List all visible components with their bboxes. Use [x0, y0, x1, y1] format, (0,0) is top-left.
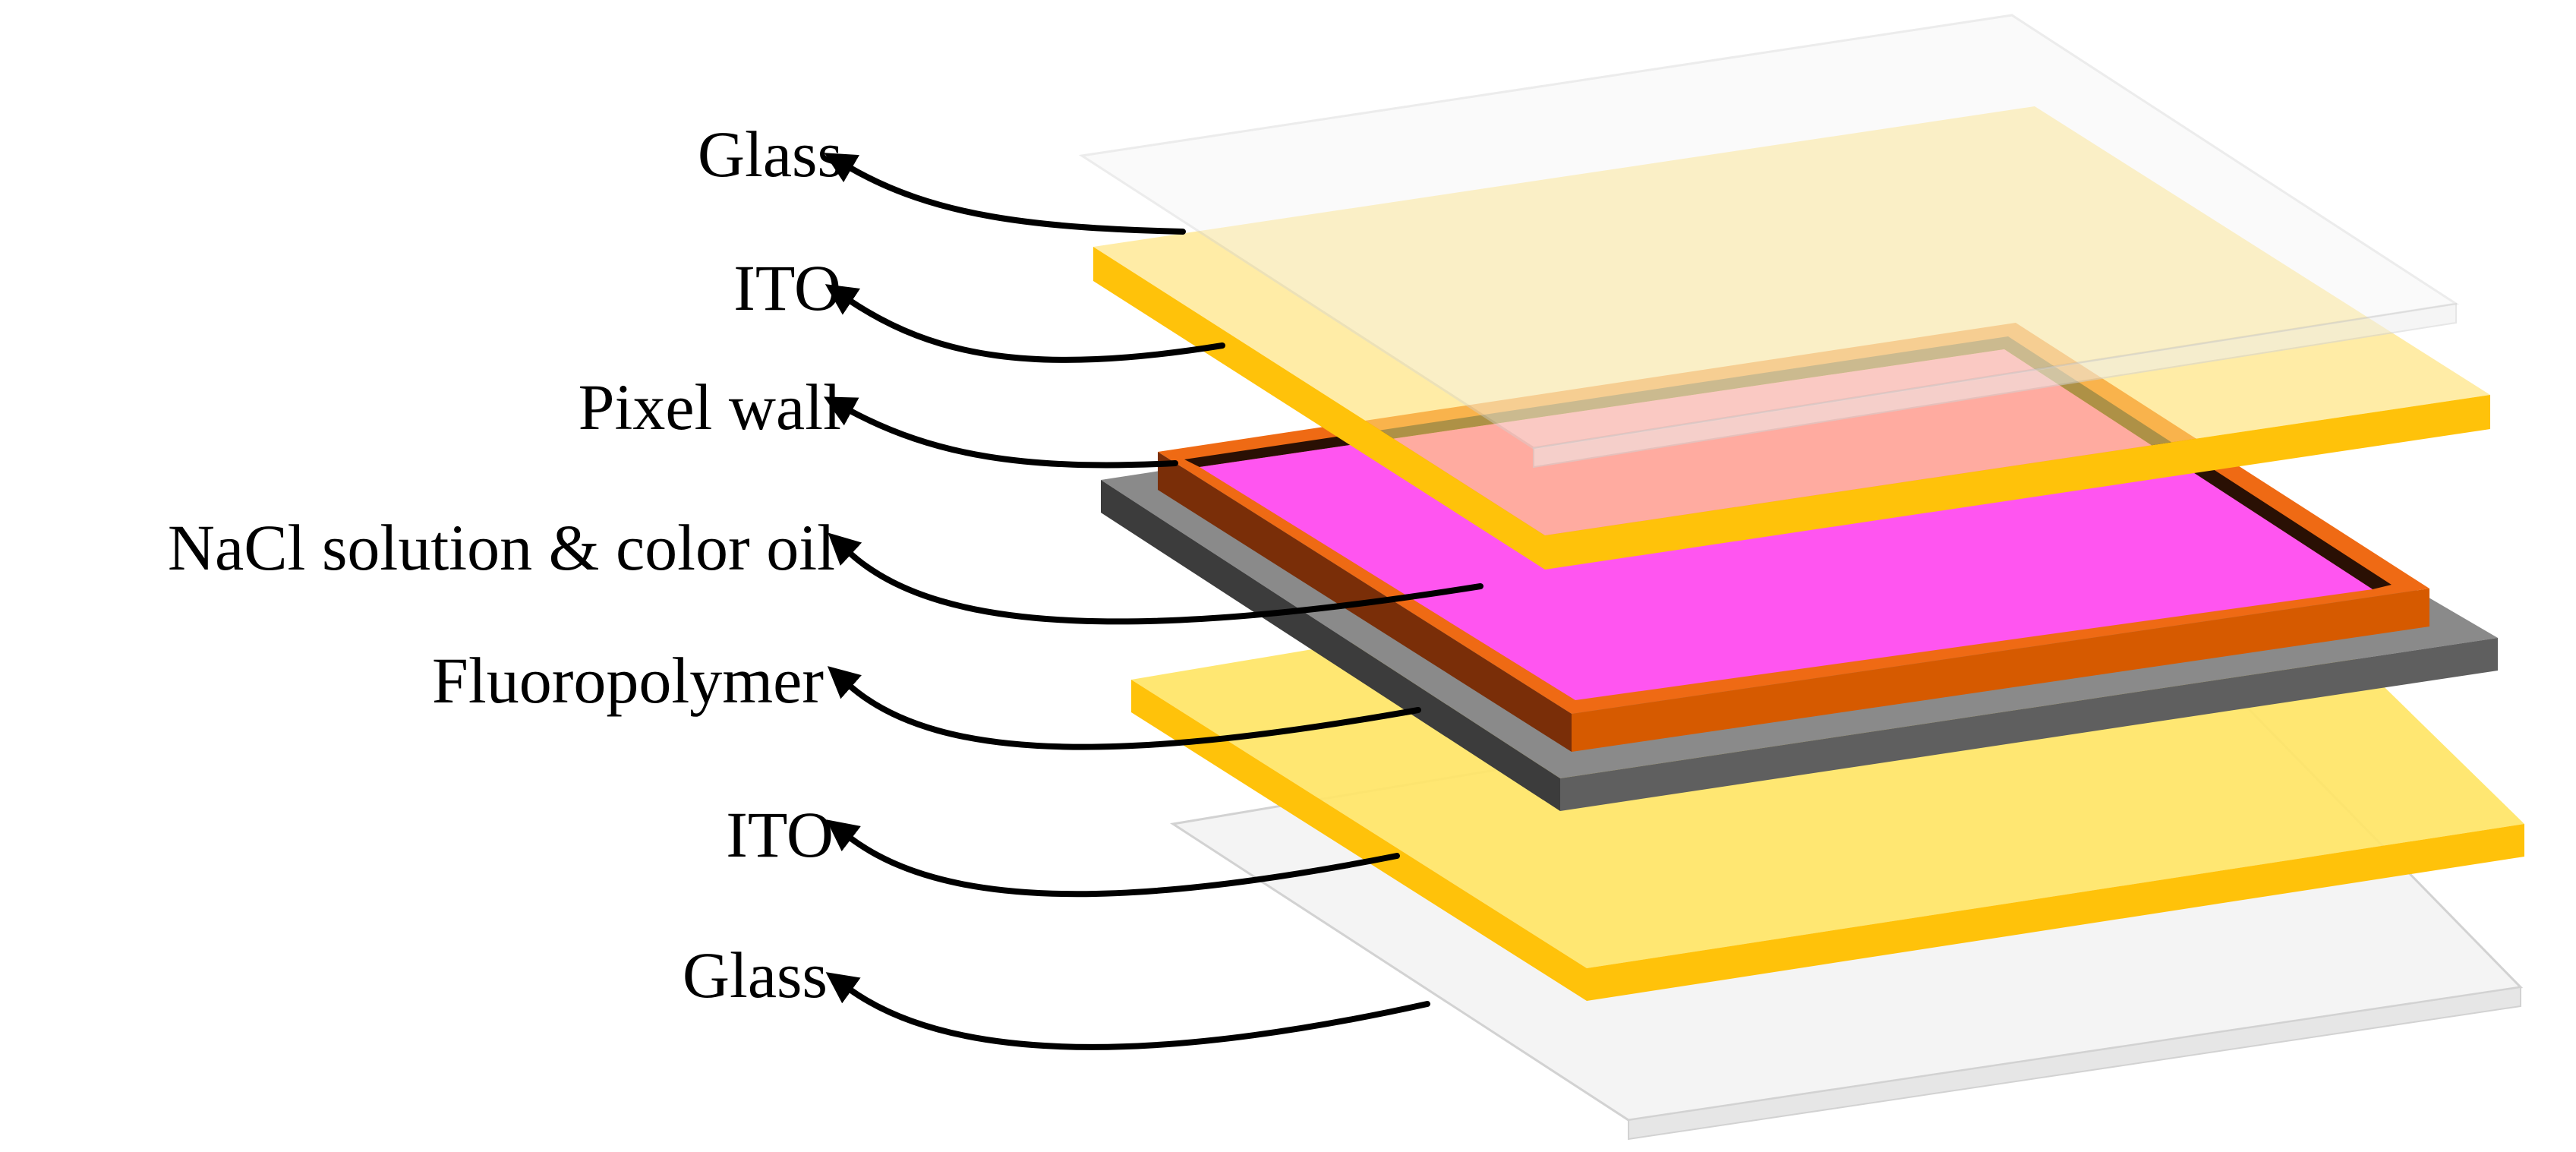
pixel-wall-right-edge: [1572, 589, 2429, 752]
label-glass-top: Glass: [698, 118, 843, 191]
label-fluoropolymer: Fluoropolymer: [432, 644, 824, 717]
arrow-fluoropolymer: [827, 666, 1421, 750]
layer-labels: Glass ITO Pixel wall NaCl solution & col…: [168, 118, 843, 1012]
label-arrows: [823, 153, 1483, 1050]
fluoropolymer-front-edge: [1101, 480, 1560, 811]
label-pixel-wall: Pixel wall: [579, 371, 841, 443]
top-glass-edge: [1533, 302, 2457, 469]
arrow-glass-bottom: [825, 972, 1430, 1050]
top-ito-layer: [1093, 106, 2490, 570]
label-ito-top: ITO: [733, 251, 841, 324]
arrow-glass-top: [824, 153, 1186, 235]
top-glass-layer: [1078, 14, 2460, 469]
arrow-ito-bottom: [826, 819, 1400, 898]
bottom-ito-right-edge: [1587, 824, 2524, 1001]
label-ito-bottom: ITO: [726, 798, 834, 871]
top-ito-front-edge: [1093, 247, 1545, 570]
label-glass-bottom: Glass: [683, 939, 828, 1012]
arrow-pixel-wall: [823, 396, 1178, 469]
label-nacl-oil: NaCl solution & color oil: [168, 511, 835, 584]
bottom-ito-front-edge: [1131, 680, 1587, 1001]
top-ito-right-edge: [1545, 395, 2490, 570]
arrow-nacl-oil: [828, 532, 1483, 625]
fluoropolymer-right-edge: [1560, 638, 2498, 811]
bottom-glass-edge: [1628, 986, 2521, 1141]
top-ito-face: [1093, 106, 2490, 535]
arrow-ito-top: [825, 284, 1225, 363]
